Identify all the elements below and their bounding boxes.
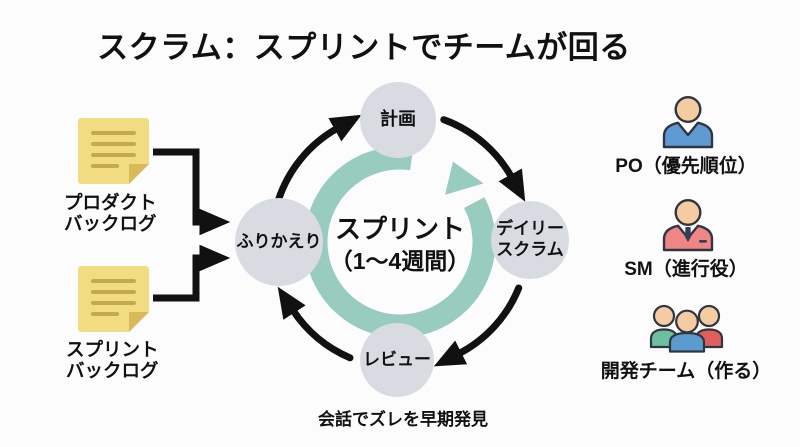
- product-backlog-note-icon: [78, 118, 149, 184]
- sprint-backlog-label: スプリント バックログ: [66, 339, 159, 381]
- sprint-backlog-note-icon: [78, 266, 149, 332]
- sm-role-label: SM（進行役）: [624, 259, 748, 280]
- sprint-cycle-ring: [304, 146, 496, 338]
- page-title: スクラム：スプリントでチームが回る: [97, 30, 631, 65]
- flow-arrow-review-to-retro: [277, 286, 354, 362]
- tie-icon: [685, 227, 691, 242]
- cycle-arrowhead-icon: [441, 157, 489, 199]
- node-review: レビュー: [360, 323, 434, 397]
- node-daily-scrum: デイリー スクラム: [491, 201, 569, 279]
- connector-product-backlog: [153, 148, 231, 236]
- person-red-suit-icon: [662, 198, 714, 252]
- flow-arrow-plan-to-daily: [440, 116, 526, 202]
- dev-team-role-label: 開発チーム（作る）: [600, 361, 772, 382]
- pocket-line: [699, 240, 707, 243]
- node-plan: 計画: [360, 82, 436, 158]
- bottom-caption: 会話でズレを早期発見: [318, 410, 488, 429]
- product-backlog-label: プロダクト バックログ: [64, 192, 157, 234]
- flow-arrow-daily-to-review: [433, 284, 523, 367]
- node-retrospective: ふりかえり: [235, 198, 323, 286]
- sprint-center-label: スプリント （1〜4週間）: [329, 214, 471, 274]
- people-group-icon: [649, 304, 724, 353]
- flow-arrow-retro-to-plan: [274, 114, 362, 204]
- person-blue-shirt-icon: [662, 95, 714, 149]
- po-role-label: PO（優先順位）: [615, 156, 757, 177]
- connector-sprint-backlog: [153, 244, 231, 302]
